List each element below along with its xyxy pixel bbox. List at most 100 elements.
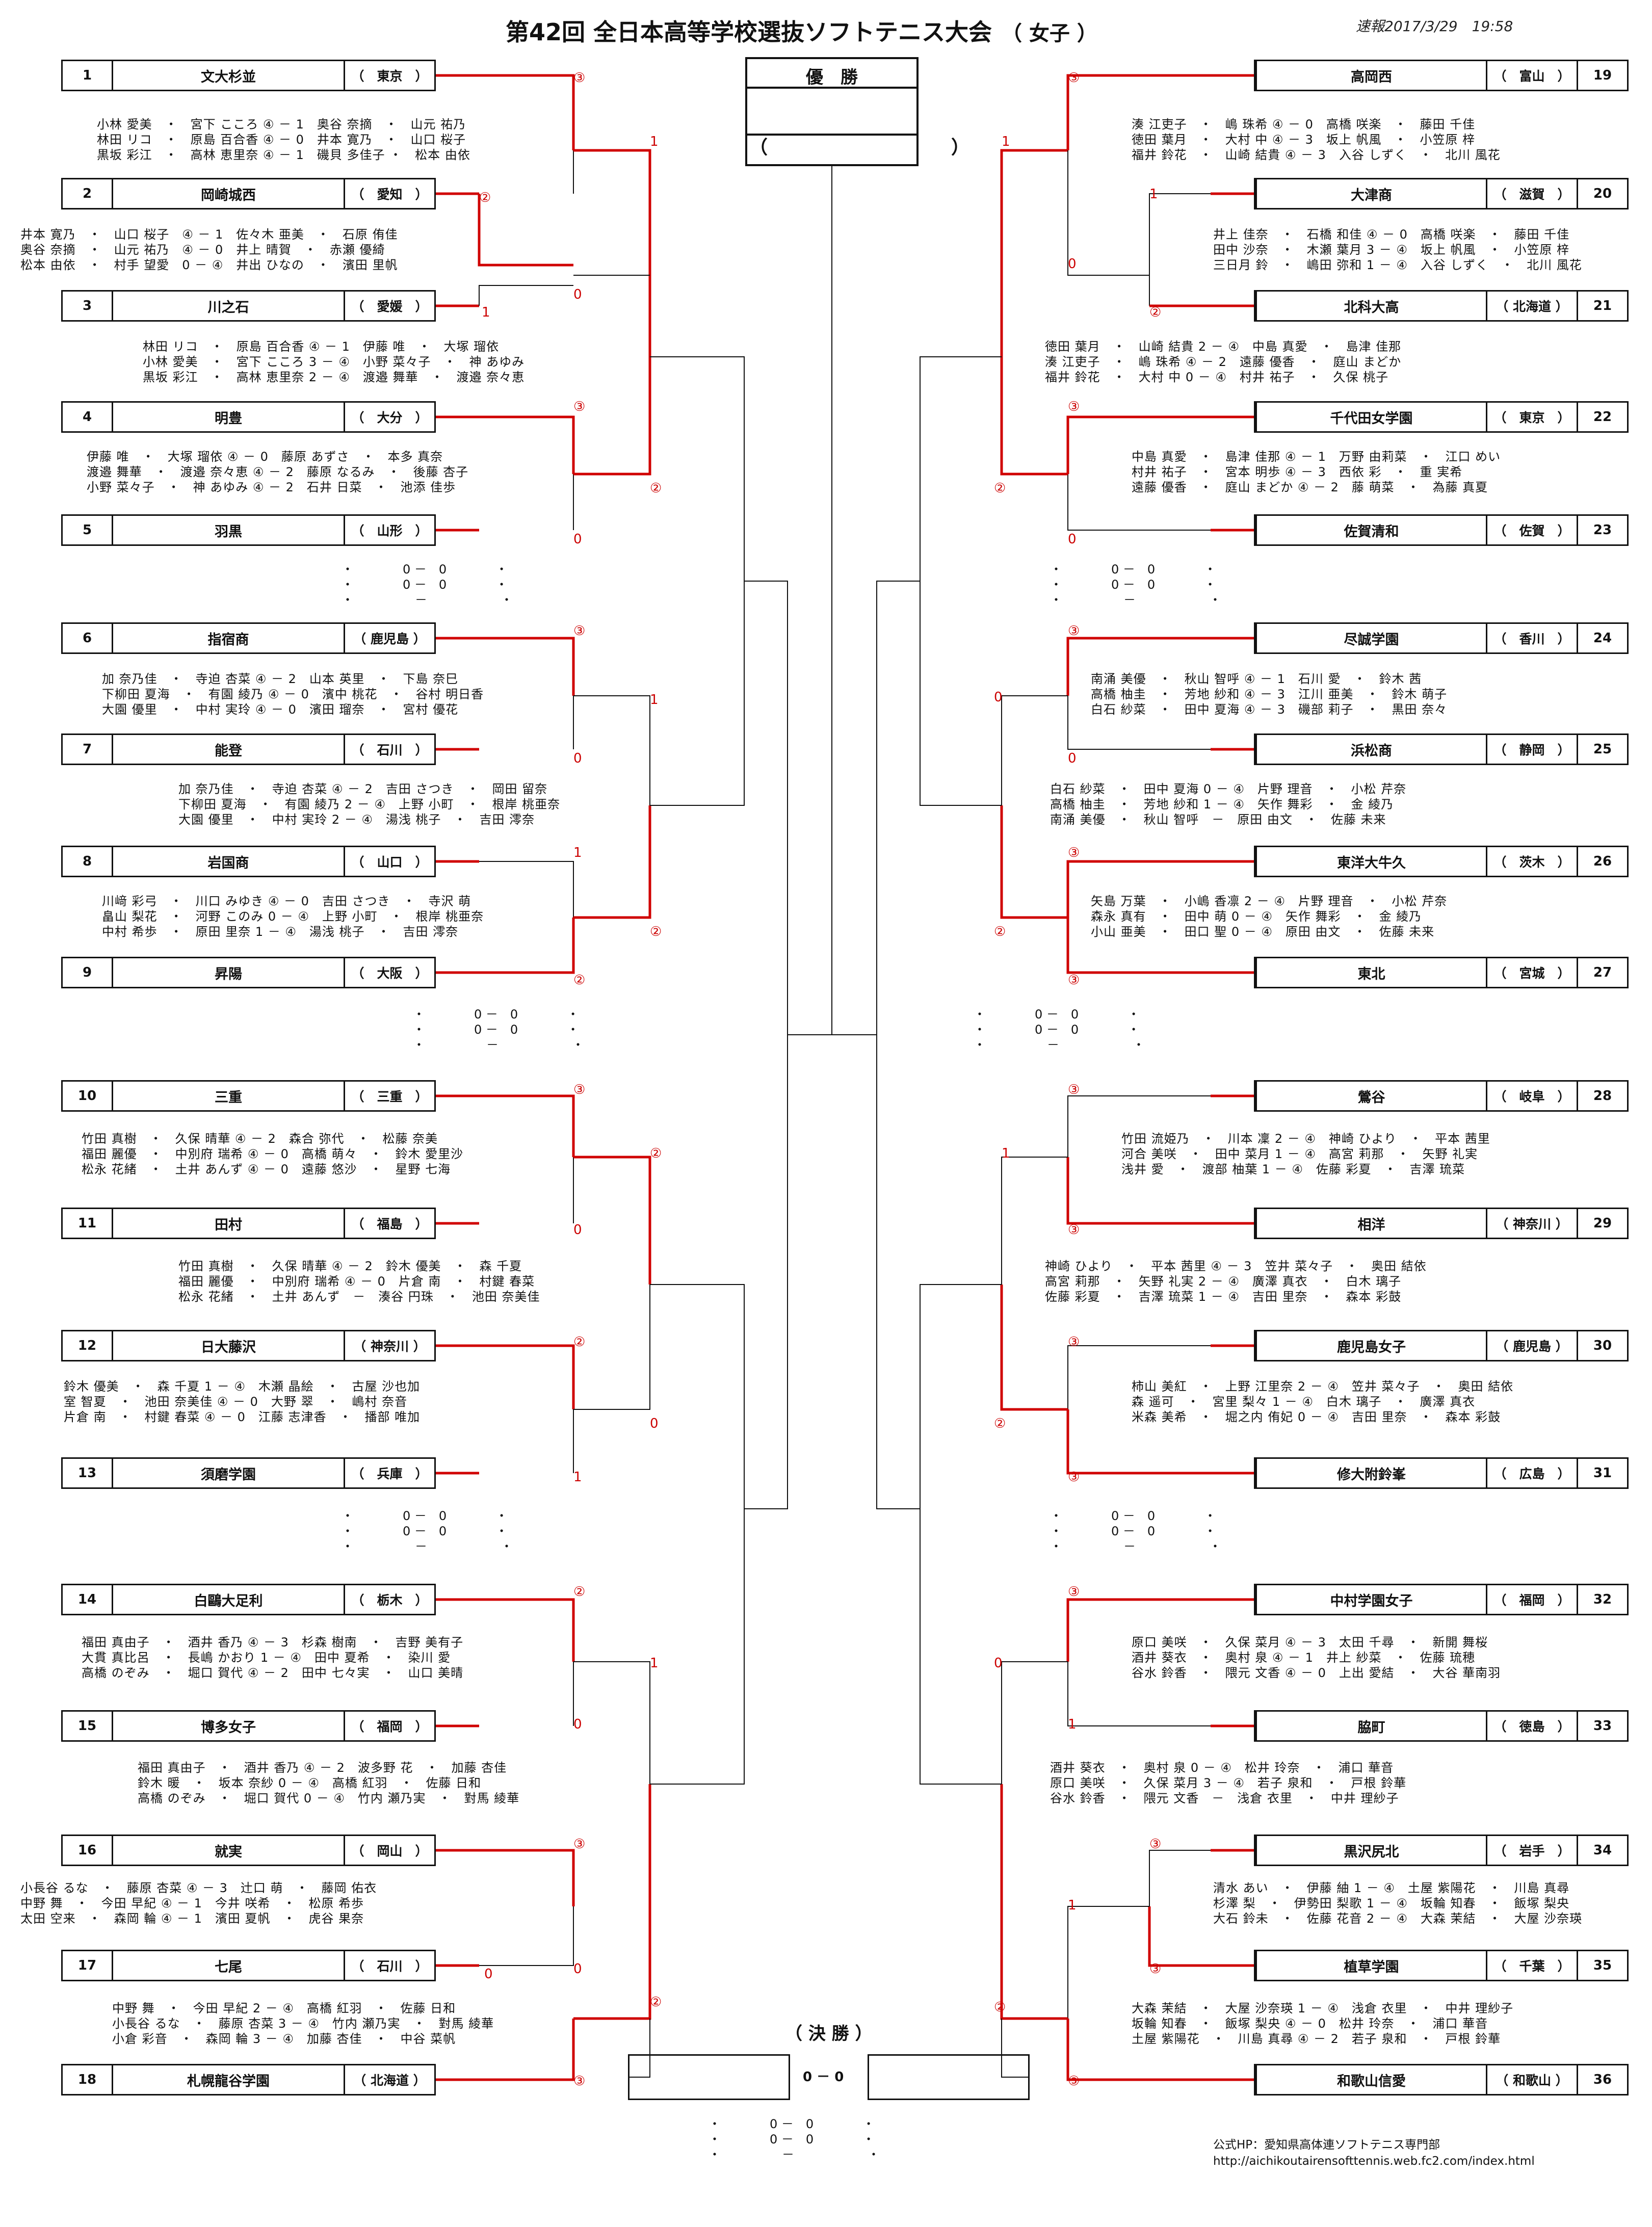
footer-url[interactable]: http://aichikoutairensofttennis.web.fc2.…	[1213, 2155, 1535, 2168]
team-number: 20	[1577, 179, 1627, 208]
match-result-row: 井本 寛乃 ・ 山口 桜子 ④ － 1 佐々木 亜美 ・ 石原 侑佳	[20, 227, 398, 242]
team-prefecture: （ 岡山 ）	[351, 1844, 428, 1858]
team-entry-33[interactable]: 脇町（ 徳島 ）33	[1254, 1710, 1629, 1742]
bracket-line	[573, 1285, 650, 1410]
team-prefecture: （ 愛媛 ）	[351, 299, 428, 314]
bracket-line	[1066, 637, 1211, 696]
team-prefecture: （ 茨木 ）	[1486, 847, 1577, 876]
match-score-mark: 1	[1068, 1898, 1077, 1913]
champion-divider	[745, 134, 919, 136]
bracket-line	[479, 415, 575, 474]
bracket-line	[1000, 1784, 1068, 2020]
match-result-row: 奥谷 奈摘 ・ 山元 祐乃 ④ － 0 井上 晴賀 ・ 赤瀬 優綺	[20, 243, 385, 257]
team-prefecture: （ 滋賀 ）	[1486, 179, 1577, 208]
team-entry-21[interactable]: 北科大高（ 北海道 ）21	[1254, 290, 1629, 322]
team-name: 能登	[113, 735, 345, 764]
team-entry-36[interactable]: 和歌山信愛（ 和歌山 ）36	[1254, 2064, 1629, 2095]
team-entry-22[interactable]: 千代田女学園（ 東京 ）22	[1254, 401, 1629, 433]
match-result-row: 大園 優里 ・ 中村 実玲 ④ － 0 濱田 瑠奈 ・ 宮村 優花	[102, 702, 459, 717]
team-entry-23[interactable]: 佐賀清和（ 佐賀 ）23	[1254, 514, 1629, 546]
match-result-row: 竹田 真樹 ・ 久保 晴華 ④ － 2 森合 弥代 ・ 松藤 奈美	[82, 1132, 438, 1146]
match-score-mark: ③	[573, 623, 586, 639]
match-score-mark: 0	[1068, 532, 1077, 547]
match-result-row: 酒井 葵衣 ・ 奥村 泉 0 － ④ 松井 玲奈 ・ 浦口 華音	[1050, 1761, 1394, 1775]
team-entry-19[interactable]: 高岡西（ 富山 ）19	[1254, 60, 1629, 91]
team-entry-27[interactable]: 東北（ 宮城 ）27	[1254, 957, 1629, 988]
team-number: 26	[1577, 847, 1627, 876]
bracket-line	[1067, 696, 1211, 750]
team-entry-32[interactable]: 中村学園女子（ 福岡 ）32	[1254, 1584, 1629, 1615]
team-entry-26[interactable]: 東洋大牛久（ 茨木 ）26	[1254, 846, 1629, 877]
team-name: 岡崎城西	[113, 179, 345, 208]
bracket-line	[1067, 150, 1149, 276]
team-entry-29[interactable]: 相洋（ 神奈川 ）29	[1254, 1208, 1629, 1239]
match-score-mark: ③	[573, 1082, 586, 1097]
team-entry-34[interactable]: 黒沢尻北（ 岩手 ）34	[1254, 1835, 1629, 1866]
page-subtitle: （ 女子 ）	[1002, 22, 1097, 45]
pending-match-row: ・ － ・	[342, 593, 513, 607]
bracket-line	[876, 581, 920, 1035]
bracket-line	[573, 805, 651, 919]
team-entry-30[interactable]: 鹿児島女子（ 鹿児島 ）30	[1254, 1330, 1629, 1361]
match-result-row: 小倉 彩音 ・ 森岡 輪 3 － ④ 加藤 杏佳 ・ 中谷 菜帆	[112, 2032, 456, 2046]
match-score-mark: 0	[573, 532, 582, 547]
team-entry-24[interactable]: 尽誠学園（ 香川 ）24	[1254, 622, 1629, 654]
team-name: 東洋大牛久	[1255, 847, 1486, 876]
team-number: 28	[1577, 1082, 1627, 1110]
match-score-mark: 1	[650, 1656, 659, 1671]
bracket-line	[650, 581, 745, 806]
bracket-line	[1067, 1345, 1211, 1409]
bracket-line	[920, 1509, 1002, 1785]
bracket-line	[1066, 415, 1211, 474]
team-entry-31[interactable]: 修大附鈴峯（ 広島 ）31	[1254, 1457, 1629, 1489]
final-left-box	[628, 2054, 790, 2100]
footer-line-1: 公式HP：愛知県高体連ソフトテニス専門部	[1213, 2138, 1440, 2152]
team-entry-20[interactable]: 大津商（ 滋賀 ）20	[1254, 178, 1629, 209]
team-name: 羽黒	[113, 516, 345, 544]
team-name: 大津商	[1255, 179, 1486, 208]
match-result-row: 森 遥可 ・ 宮里 梨々 1 － ④ 白木 璃子 ・ 廣澤 真衣	[1132, 1395, 1476, 1409]
team-number: 34	[1577, 1836, 1627, 1865]
team-number: 9	[63, 958, 113, 987]
team-number: 17	[63, 1951, 113, 1980]
footer-credit: 公式HP：愛知県高体連ソフトテニス専門部 http://aichikoutair…	[1213, 2137, 1535, 2169]
pending-match-row: ・ 0 － 0 ・	[413, 1007, 580, 1021]
match-result-row: 高宮 莉那 ・ 矢野 礼実 2 － ④ 廣澤 真衣 ・ 白木 璃子	[1045, 1274, 1402, 1289]
match-score-mark: ③	[573, 399, 586, 414]
match-score-mark: 0	[1068, 256, 1077, 272]
team-number: 10	[63, 1082, 113, 1110]
team-entry-35[interactable]: 植草学園（ 千葉 ）35	[1254, 1950, 1629, 1981]
team-number: 18	[63, 2065, 113, 2094]
pending-match-row: ・ 0 － 0 ・	[709, 2117, 875, 2131]
team-number: 30	[1577, 1331, 1627, 1360]
team-prefecture: （ 大阪 ）	[351, 966, 428, 981]
team-name: 七尾	[113, 1951, 345, 1980]
match-result-row: 河合 美咲 ・ 田中 菜月 1 － ④ 高宮 莉那 ・ 矢野 礼実	[1121, 1147, 1478, 1161]
match-result-row: 中島 真愛 ・ 島津 佳那 ④ － 1 万野 由莉菜 ・ 江口 めい	[1132, 450, 1501, 464]
champion-box	[745, 57, 919, 166]
match-score-mark: ②	[650, 1146, 662, 1161]
team-entry-28[interactable]: 鶯谷（ 岐阜 ）28	[1254, 1080, 1629, 1112]
team-prefecture: （ 石川 ）	[351, 1959, 428, 1974]
match-result-row: 谷水 鈴香 ・ 隈元 文香 － 浅倉 衣里 ・ 中井 理紗子	[1050, 1791, 1399, 1805]
team-prefecture: （ 千葉 ）	[1486, 1951, 1577, 1980]
team-entry-25[interactable]: 浜松商（ 静岡 ）25	[1254, 733, 1629, 765]
